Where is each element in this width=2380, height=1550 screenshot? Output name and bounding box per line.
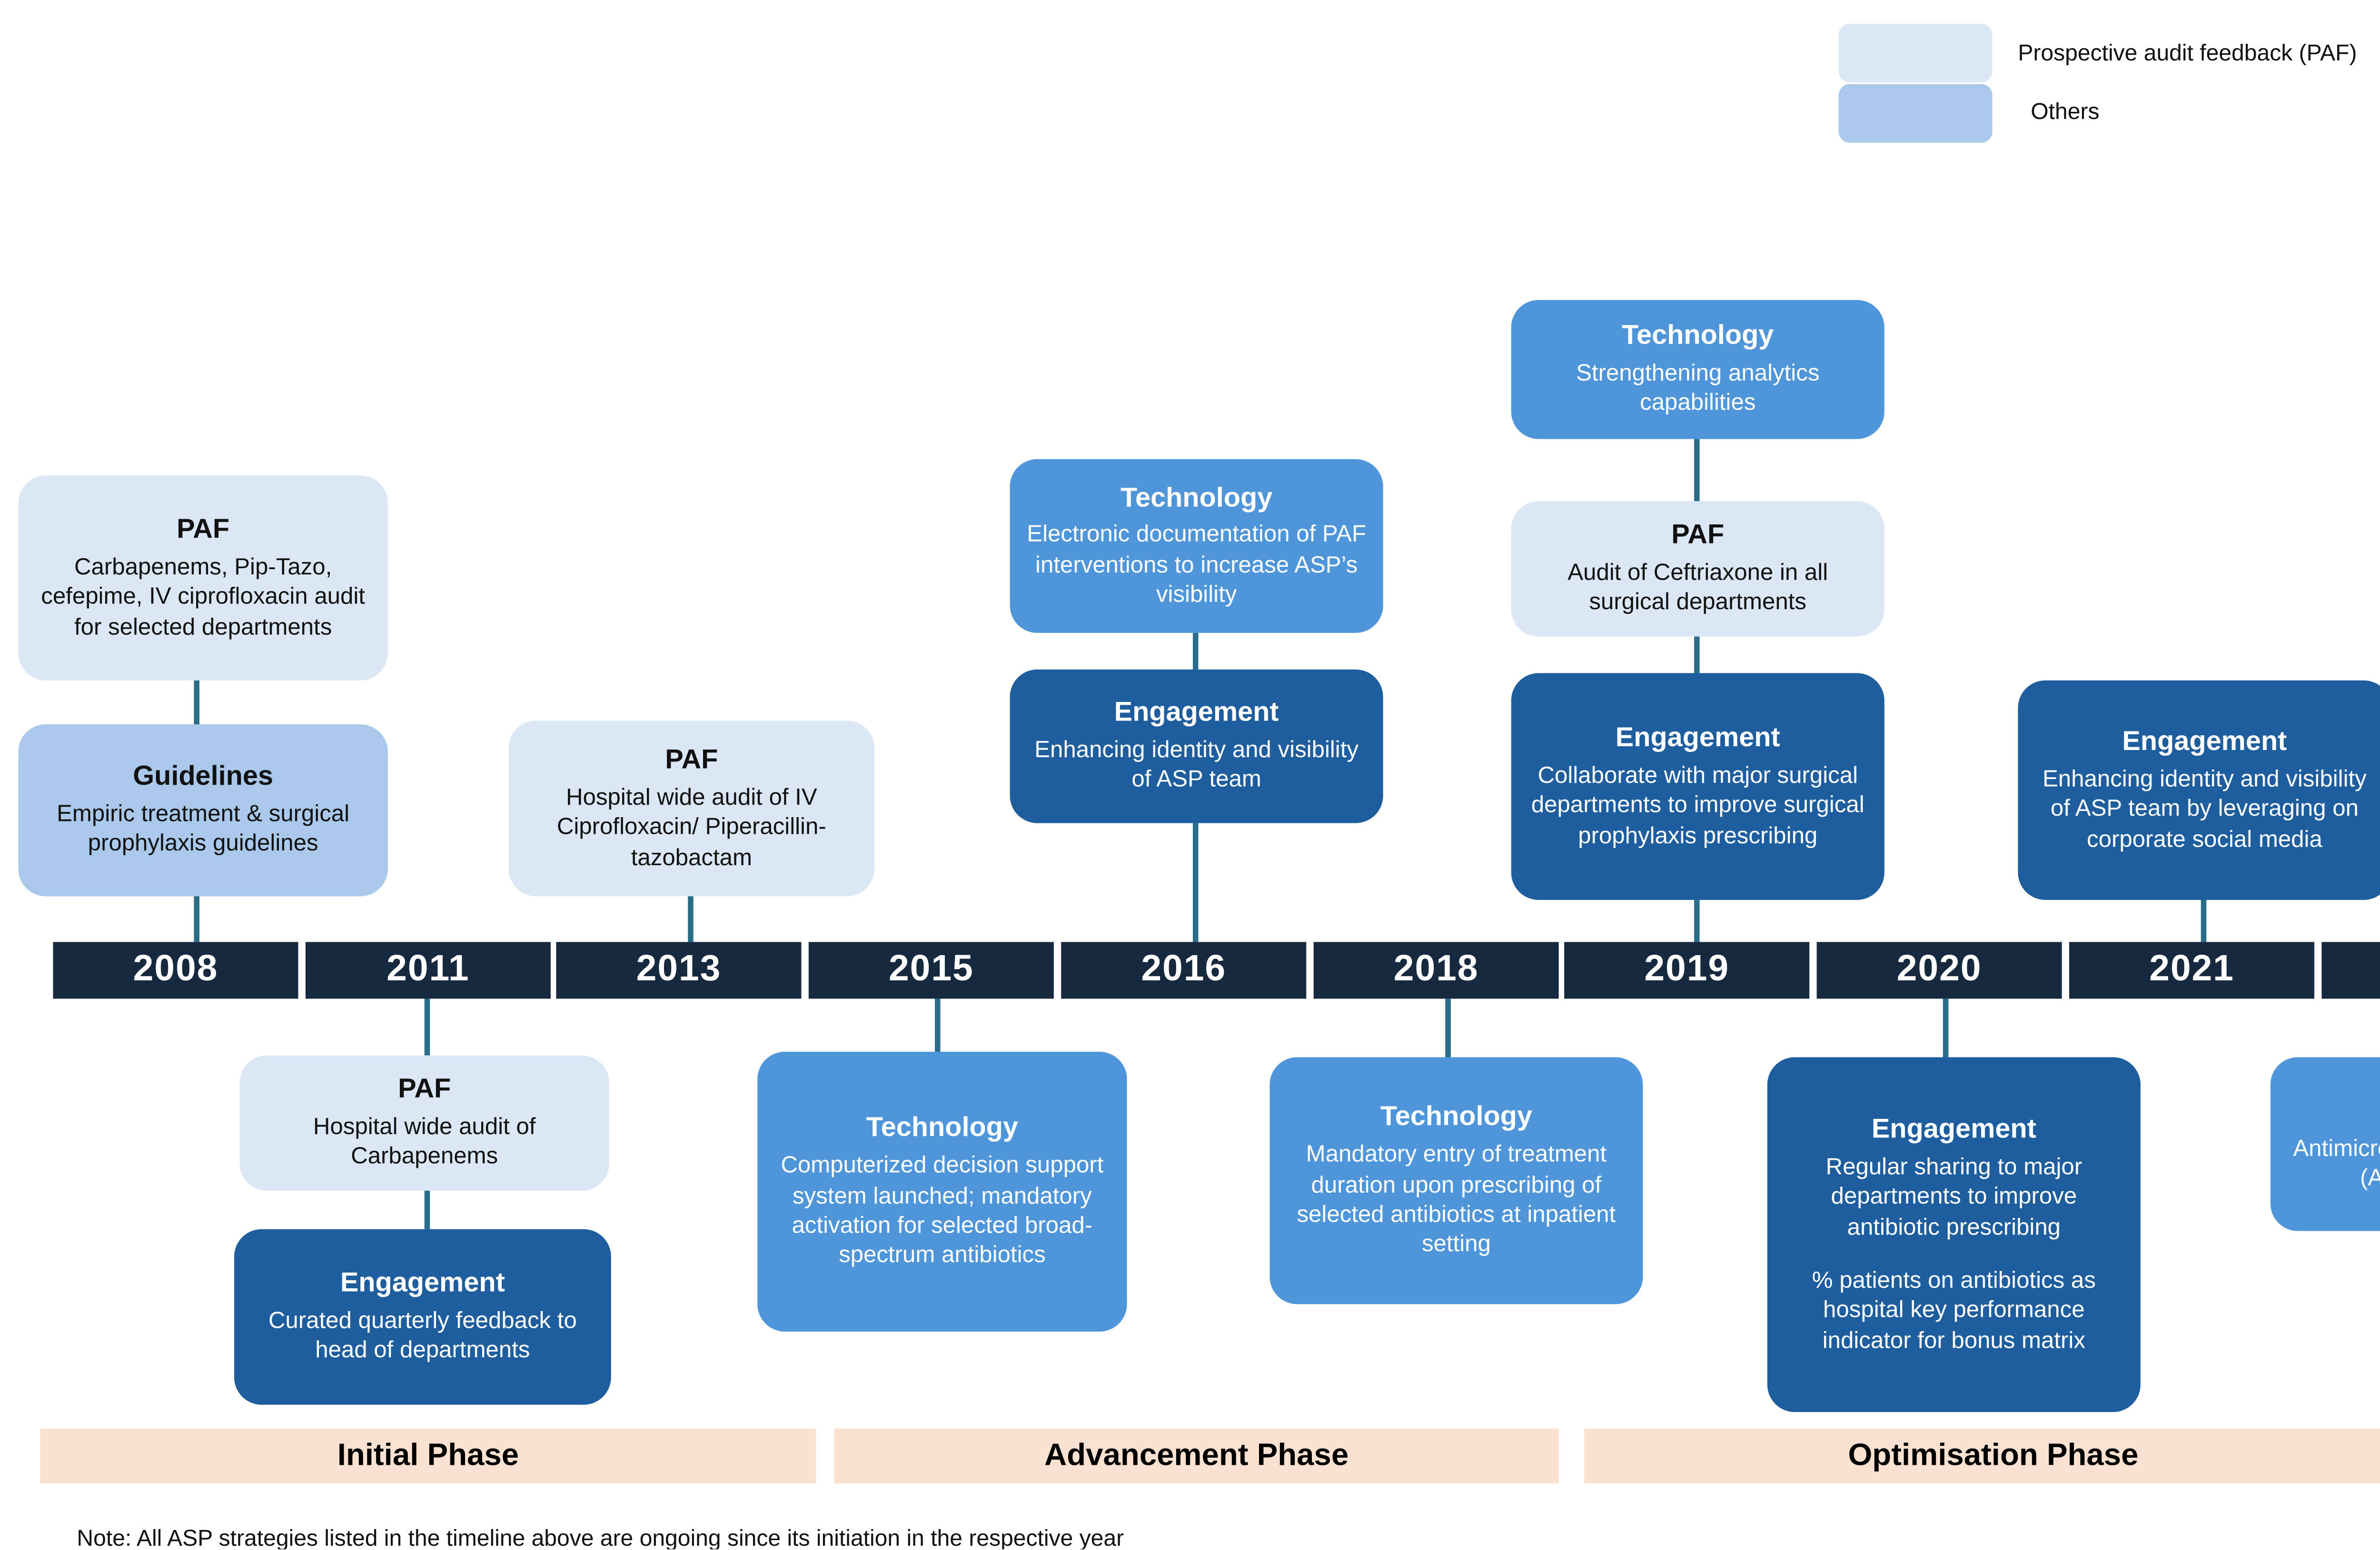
connector-line: [1943, 998, 1949, 1057]
event-box-2011-engagement: Engagement Curated quarterly feedback to…: [234, 1229, 611, 1405]
timeline-year-2008: 2008: [53, 942, 298, 999]
event-body: Mandatory entry of treatment duration up…: [1297, 1139, 1616, 1257]
connector-line: [1192, 823, 1199, 942]
event-title: PAF: [398, 1074, 451, 1106]
event-body: Collaborate with major surgical departme…: [1531, 760, 1864, 848]
timeline-year-2018: 2018: [1313, 942, 1559, 999]
event-title: Technology: [1121, 482, 1273, 513]
connector-line: [1694, 900, 1700, 942]
event-body: Antimicrobial mobile application (ABxSG)…: [2293, 1133, 2380, 1191]
event-title: Technology: [866, 1113, 1019, 1144]
event-body: Enhancing identity and visibility of ASP…: [1034, 735, 1359, 793]
phase-bar-initial: Initial Phase: [40, 1428, 816, 1484]
timeline-year-2019: 2019: [1564, 942, 1810, 999]
event-body: Carbapenems, Pip-Tazo, cefepime, IV cipr…: [41, 552, 366, 640]
phase-bar-optimisation: Optimisation Phase: [1584, 1428, 2380, 1484]
timeline-year-2020: 2020: [1816, 942, 2062, 999]
event-body: Electronic documentation of PAF interven…: [1027, 520, 1366, 608]
event-box-2008-paf: PAF Carbapenems, Pip-Tazo, cefepime, IV …: [18, 475, 388, 681]
event-body: Strengthening analytics capabilities: [1576, 358, 1820, 416]
legend-swatch-others: [1838, 84, 1993, 143]
event-box-2013-paf: PAF Hospital wide audit of IV Ciprofloxa…: [508, 721, 875, 897]
timeline-year-2015: 2015: [808, 942, 1054, 999]
event-title: PAF: [1671, 520, 1725, 551]
event-box-2019-paf: PAF Audit of Ceftriaxone in all surgical…: [1511, 501, 1884, 637]
connector-line: [688, 896, 694, 942]
event-title: Technology: [1380, 1102, 1533, 1133]
legend-label-others: Others: [2031, 99, 2100, 125]
timeline-year-2013: 2013: [556, 942, 802, 999]
connector-line: [1694, 636, 1700, 673]
note-text: Note: All ASP strategies listed in the t…: [77, 1525, 1124, 1550]
event-body: Hospital wide audit of Carbapenems: [313, 1112, 536, 1170]
event-box-2008-guidelines: Guidelines Empiric treatment & surgical …: [18, 724, 388, 897]
event-box-2015-technology: Technology Computerized decision support…: [757, 1052, 1127, 1332]
connector-line: [1192, 632, 1199, 670]
event-title: Technology: [1622, 320, 1774, 352]
timeline-year-2023: 2023: [2321, 942, 2380, 999]
event-box-2016-technology: Technology Electronic documentation of P…: [1010, 459, 1383, 633]
event-body: Hospital wide audit of IV Ciprofloxacin/…: [556, 782, 826, 870]
event-box-2018-technology: Technology Mandatory entry of treatment …: [1269, 1057, 1643, 1304]
event-title: PAF: [665, 744, 718, 776]
connector-line: [194, 680, 199, 725]
event-body: Computerized decision support system lau…: [781, 1151, 1104, 1268]
legend-swatch-paf: [1838, 23, 1993, 82]
event-title: Guidelines: [133, 761, 274, 793]
connector-line: [424, 998, 430, 1056]
event-box-2016-engagement: Engagement Enhancing identity and visibi…: [1010, 669, 1383, 823]
timeline-year-2021: 2021: [2069, 942, 2315, 999]
event-title: Engagement: [2122, 726, 2287, 758]
event-box-2023-technology: Technology Antimicrobial mobile applicat…: [2270, 1057, 2380, 1231]
event-box-2011-paf: PAF Hospital wide audit of Carbapenems: [239, 1055, 609, 1191]
timeline-year-2016: 2016: [1061, 942, 1307, 999]
connector-line: [1445, 998, 1451, 1057]
event-box-2019-technology: Technology Strengthening analytics capab…: [1511, 300, 1884, 439]
event-body: Empiric treatment & surgical prophylaxis…: [57, 799, 350, 857]
connector-line: [1694, 439, 1700, 502]
event-box-2020-engagement: Engagement Regular sharing to major depa…: [1767, 1057, 2141, 1412]
event-body: Enhancing identity and visibility of ASP…: [2042, 764, 2367, 852]
event-box-2021-engagement: Engagement Enhancing identity and visibi…: [2018, 680, 2380, 900]
timeline-year-2011: 2011: [305, 942, 551, 999]
event-title: Engagement: [340, 1268, 505, 1299]
event-title: Engagement: [1615, 722, 1780, 754]
connector-line: [2201, 900, 2207, 942]
connector-line: [424, 1191, 430, 1229]
connector-line: [935, 998, 941, 1052]
event-title: PAF: [177, 514, 230, 545]
event-box-2019-engagement: Engagement Collaborate with major surgic…: [1511, 673, 1884, 900]
event-body: Curated quarterly feedback to head of de…: [268, 1306, 577, 1363]
event-title: Engagement: [1871, 1114, 2036, 1145]
legend-label-paf: Prospective audit feedback (PAF): [2018, 40, 2357, 66]
phase-bar-advancement: Advancement Phase: [834, 1428, 1559, 1484]
event-body: Regular sharing to major departments to …: [1825, 1152, 2082, 1239]
event-body-secondary: % patients on antibiotics as hospital ke…: [1812, 1265, 2096, 1353]
connector-line: [194, 896, 199, 942]
event-title: Engagement: [1114, 697, 1279, 729]
event-body: Audit of Ceftriaxone in all surgical dep…: [1567, 558, 1828, 615]
